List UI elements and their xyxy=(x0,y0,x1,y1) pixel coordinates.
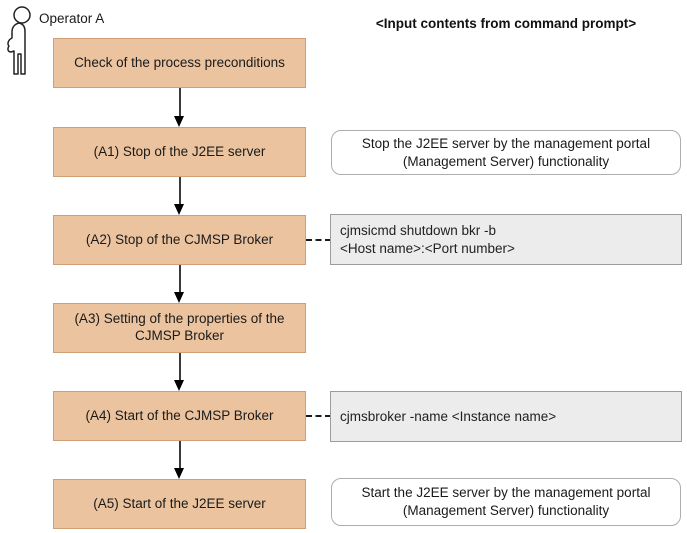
command-box-a4: cjmsbroker -name <Instance name> xyxy=(330,391,682,442)
flow-step-label: (A1) Stop of the J2EE server xyxy=(93,143,266,159)
command-line: cjmsicmd shutdown bkr -b xyxy=(340,222,497,238)
arrowhead-icon xyxy=(174,204,184,215)
command-box-a2: cjmsicmd shutdown bkr -b <Host name>:<Po… xyxy=(330,214,682,265)
flow-step-a4: (A4) Start of the CJMSP Broker xyxy=(53,391,306,441)
flow-step-a2: (A2) Stop of the CJMSP Broker xyxy=(53,215,306,265)
flow-step-label: (A4) Start of the CJMSP Broker xyxy=(85,407,274,423)
note-box-a5: Start the J2EE server by the management … xyxy=(331,478,681,526)
dashed-connector-a2 xyxy=(306,239,331,241)
down-arrow-icon xyxy=(174,441,185,479)
down-arrow-icon xyxy=(174,265,185,303)
command-line: <Host name>:<Port number> xyxy=(340,240,515,256)
note-box-a1: Stop the J2EE server by the management p… xyxy=(331,130,681,175)
arrowhead-icon xyxy=(174,468,184,479)
arrowhead-icon xyxy=(174,292,184,303)
flow-step-label: (A2) Stop of the CJMSP Broker xyxy=(85,231,274,247)
operator-person-icon xyxy=(7,6,31,75)
right-column-heading: <Input contents from command prompt> xyxy=(375,16,637,31)
flow-step-a1: (A1) Stop of the J2EE server xyxy=(53,127,306,177)
arrow-shaft xyxy=(179,441,181,468)
command-line: cjmsbroker -name <Instance name> xyxy=(340,408,557,424)
flow-step-label: (A5) Start of the J2EE server xyxy=(93,495,266,511)
flow-step-label: (A3) Setting of the properties of the CJ… xyxy=(74,311,285,343)
arrow-shaft xyxy=(179,88,181,116)
arrowhead-icon xyxy=(174,380,184,391)
flow-step-a3: (A3) Setting of the properties of the CJ… xyxy=(53,303,306,353)
note-text: Stop the J2EE server by the management p… xyxy=(361,135,651,169)
flow-step-a5: (A5) Start of the J2EE server xyxy=(53,479,306,529)
down-arrow-icon xyxy=(174,177,185,215)
arrow-shaft xyxy=(179,177,181,204)
arrowhead-icon xyxy=(174,116,184,127)
down-arrow-icon xyxy=(174,88,185,127)
note-text: Start the J2EE server by the management … xyxy=(361,485,651,518)
arrow-shaft xyxy=(179,265,181,292)
flow-step-label: Check of the process preconditions xyxy=(74,54,285,70)
arrow-shaft xyxy=(179,353,181,380)
flow-step-precheck: Check of the process preconditions xyxy=(53,38,306,88)
dashed-connector-a4 xyxy=(306,415,331,417)
down-arrow-icon xyxy=(174,353,185,391)
operator-label: Operator A xyxy=(39,11,105,26)
